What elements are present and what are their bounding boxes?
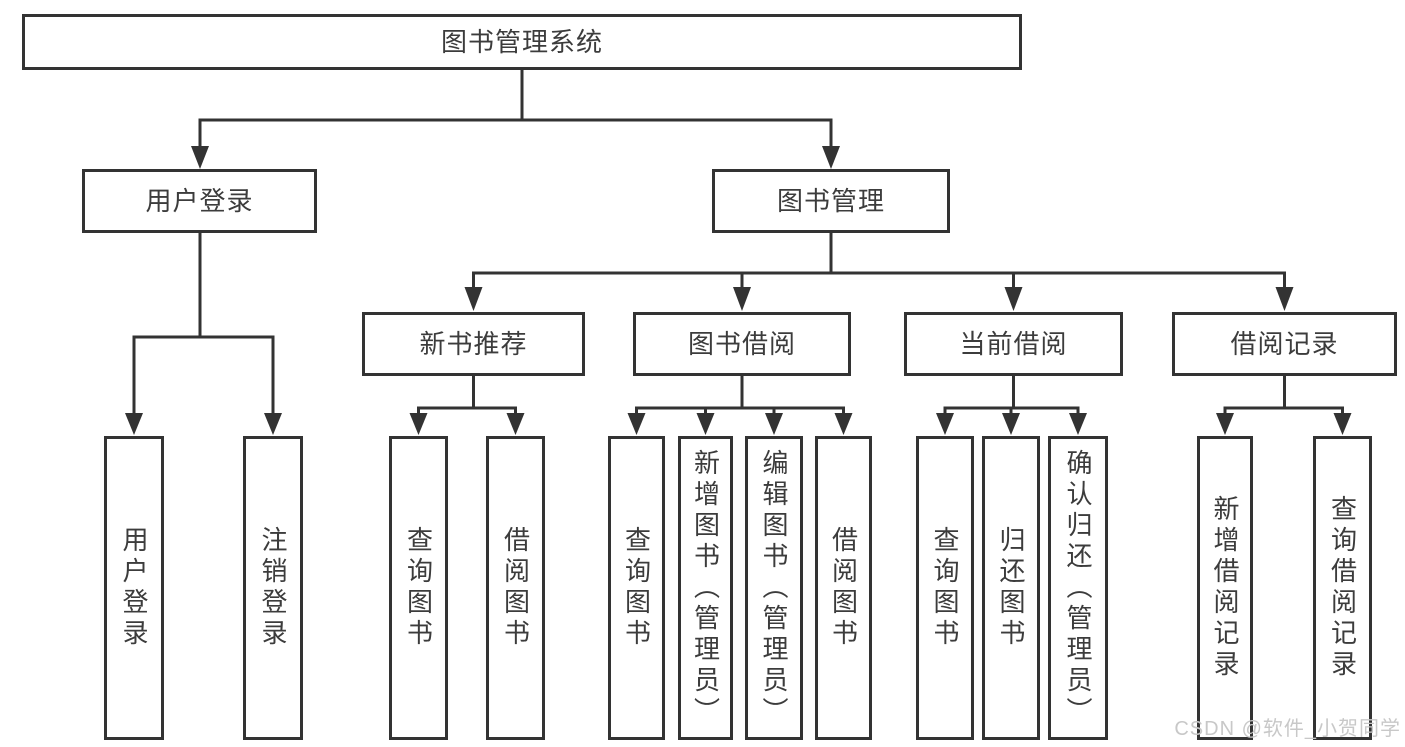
leaf-br-add-borrow-record: 新增借阅记录 bbox=[1197, 436, 1253, 740]
node-label: 新书推荐 bbox=[419, 329, 528, 359]
node-new-book-recommendation: 新书推荐 bbox=[362, 312, 585, 376]
leaf-cb-return-books: 归还图书 bbox=[982, 436, 1040, 740]
leaf-label: 归还图书 bbox=[996, 526, 1026, 650]
leaf-label: 查询图书 bbox=[403, 526, 434, 650]
leaf-label: 借阅图书 bbox=[828, 526, 859, 650]
node-root-label: 图书管理系统 bbox=[440, 27, 603, 57]
node-root: 图书管理系统 bbox=[22, 14, 1022, 70]
leaf-bb-query-books: 查询图书 bbox=[608, 436, 665, 740]
leaf-label: 用户登录 bbox=[119, 526, 149, 650]
leaf-cb-confirm-return-admin: 确认归还（管理员） bbox=[1048, 436, 1108, 740]
leaf-label: 新增借阅记录 bbox=[1210, 495, 1240, 681]
leaf-label: 编辑图书（管理员） bbox=[759, 448, 789, 728]
leaf-cb-query-books: 查询图书 bbox=[916, 436, 974, 740]
leaf-user-login: 用户登录 bbox=[104, 436, 164, 740]
csdn-watermark: CSDN @软件_小贺同学 bbox=[1174, 718, 1401, 740]
leaf-label: 查询图书 bbox=[930, 526, 960, 650]
node-book-management: 图书管理 bbox=[712, 169, 950, 233]
leaf-label: 确认归还（管理员） bbox=[1063, 448, 1093, 728]
leaf-label: 查询借阅记录 bbox=[1327, 495, 1358, 681]
node-label: 借阅记录 bbox=[1230, 329, 1339, 359]
node-label: 图书管理 bbox=[776, 186, 885, 216]
node-user-login: 用户登录 bbox=[82, 169, 317, 233]
leaf-label: 查询图书 bbox=[621, 526, 652, 650]
leaf-bb-edit-books-admin: 编辑图书（管理员） bbox=[745, 436, 803, 740]
node-book-borrowing: 图书借阅 bbox=[633, 312, 851, 376]
node-label: 用户登录 bbox=[145, 186, 254, 216]
leaf-nb-query-books: 查询图书 bbox=[389, 436, 448, 740]
node-borrowing-records: 借阅记录 bbox=[1172, 312, 1397, 376]
leaf-nb-borrow-books: 借阅图书 bbox=[486, 436, 545, 740]
leaf-label: 注销登录 bbox=[258, 526, 288, 650]
leaf-bb-add-books-admin: 新增图书（管理员） bbox=[678, 436, 733, 740]
leaf-label: 新增图书（管理员） bbox=[690, 448, 721, 728]
leaf-label: 借阅图书 bbox=[500, 526, 531, 650]
leaf-bb-borrow-books: 借阅图书 bbox=[815, 436, 872, 740]
node-label: 当前借阅 bbox=[959, 329, 1068, 359]
leaf-br-query-borrow-record: 查询借阅记录 bbox=[1313, 436, 1372, 740]
node-label: 图书借阅 bbox=[687, 329, 796, 359]
leaf-logout: 注销登录 bbox=[243, 436, 303, 740]
node-current-borrowing: 当前借阅 bbox=[904, 312, 1123, 376]
